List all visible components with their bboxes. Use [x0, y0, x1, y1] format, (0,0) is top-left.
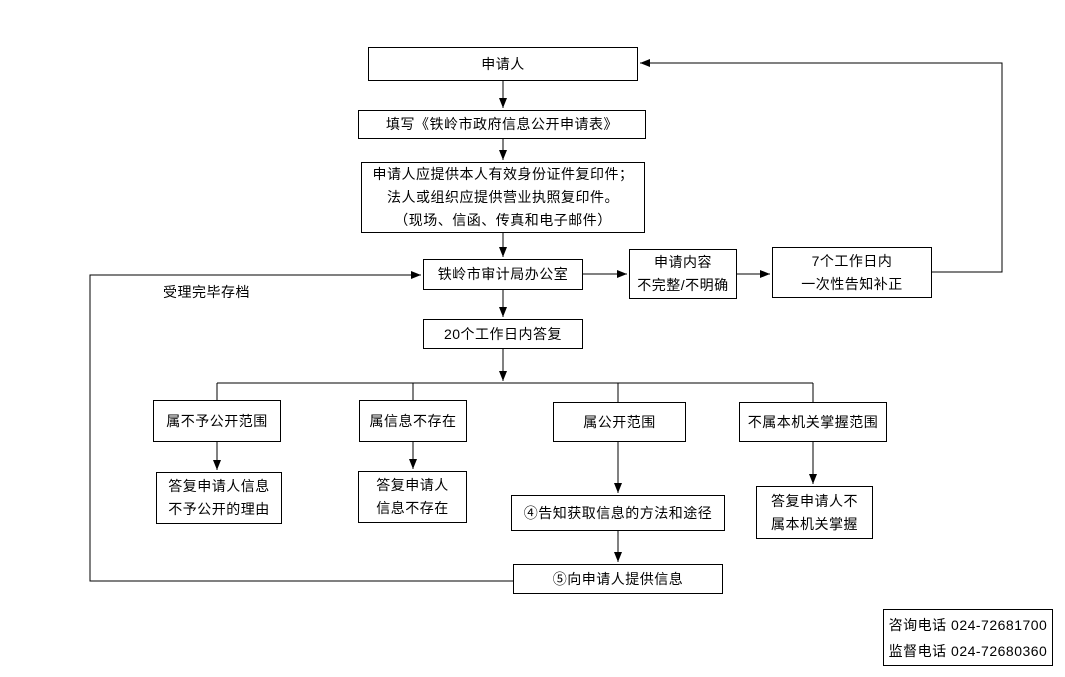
node-reply-info-not-exist: 答复申请人 信息不存在	[358, 471, 467, 523]
node-applicant: 申请人	[368, 47, 638, 81]
node-public-scope: 属公开范围	[553, 402, 686, 442]
node-notify-correction-7days: 7个工作日内 一次性告知补正	[772, 247, 932, 298]
node-info-not-exist: 属信息不存在	[359, 400, 467, 442]
contact-phone-box: 咨询电话 024-72681700 监督电话 024-72680360	[883, 609, 1053, 666]
node-fill-application-form: 填写《铁岭市政府信息公开申请表》	[358, 110, 646, 139]
node-not-public-scope: 属不予公开范围	[153, 400, 281, 442]
archive-edge-label: 受理完毕存档	[163, 284, 250, 300]
node-reply-not-held-by-agency: 答复申请人不 属本机关掌握	[756, 486, 873, 539]
node-provide-info-to-applicant: ⑤向申请人提供信息	[513, 564, 723, 594]
node-reply-within-20-days: 20个工作日内答复	[423, 319, 583, 349]
node-content-incomplete: 申请内容 不完整/不明确	[629, 249, 737, 299]
node-not-held-by-agency-scope: 不属本机关掌握范围	[739, 402, 887, 442]
node-inform-access-method: ④告知获取信息的方法和途径	[511, 495, 725, 531]
node-provide-id-documents: 申请人应提供本人有效身份证件复印件； 法人或组织应提供营业执照复印件。 （现场、…	[361, 162, 645, 233]
node-reply-not-public-reason: 答复申请人信息 不予公开的理由	[156, 472, 282, 524]
node-audit-bureau-office: 铁岭市审计局办公室	[423, 259, 583, 290]
